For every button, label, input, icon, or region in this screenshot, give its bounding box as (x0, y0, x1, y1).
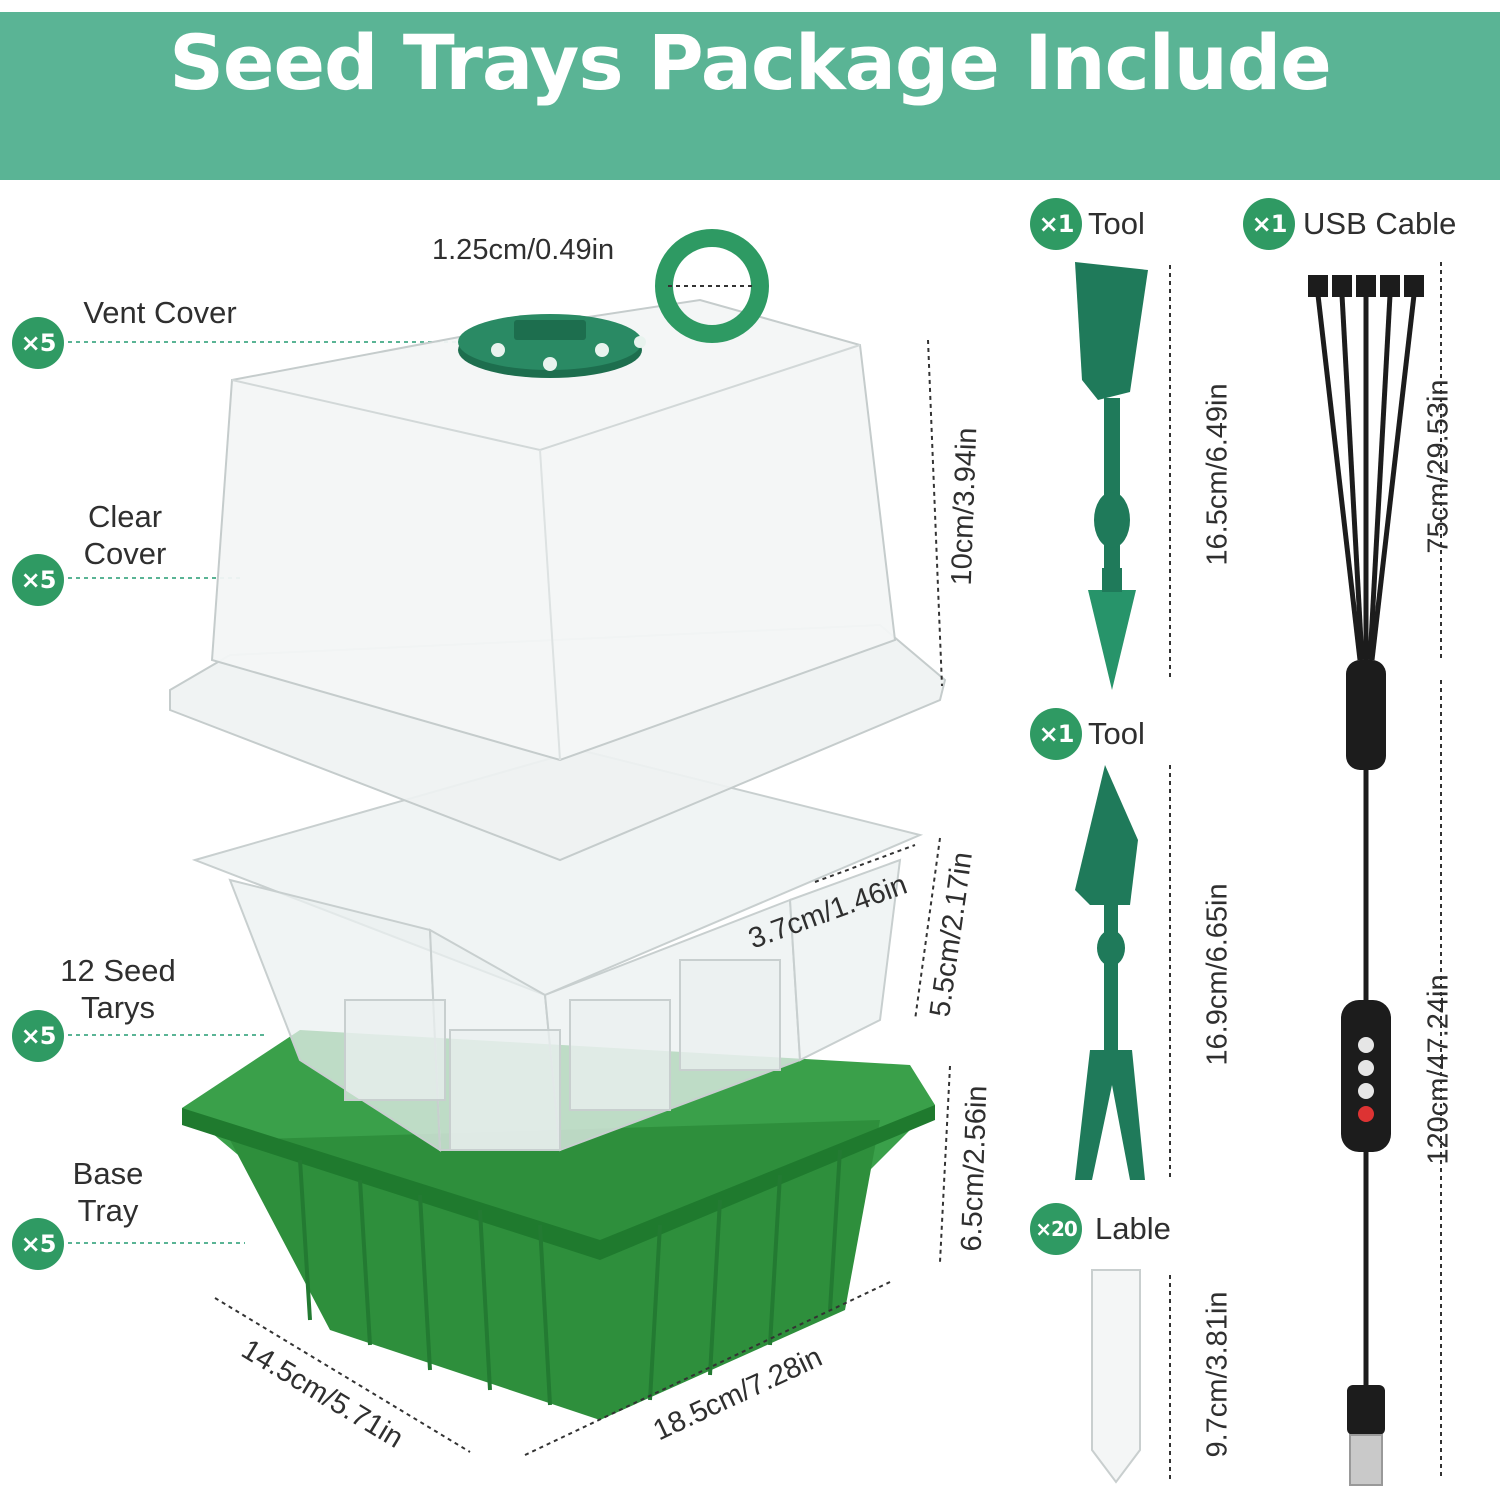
label-count-badge: ×20 (1030, 1203, 1082, 1255)
label-size-text: 9.7cm/3.81in (1201, 1291, 1234, 1458)
seed-tray-count-badge: ×5 (12, 1010, 64, 1062)
tool-2-label: Tool (1088, 716, 1145, 751)
tool-fork (1075, 765, 1145, 1180)
tool-1-size-text: 16.5cm/6.49in (1201, 383, 1234, 566)
usb-cable-top-size-text: 75cm/29.53in (1422, 379, 1455, 554)
tool-scoop (1075, 262, 1148, 690)
vent-cover-count-badge: ×5 (12, 317, 64, 369)
tool-2-size-text: 16.9cm/6.65in (1201, 883, 1234, 1066)
product-illustration (68, 229, 1442, 1486)
seed-cell-tray (191, 748, 924, 1152)
page-title: Seed Trays Package Include (169, 18, 1332, 107)
vent-size-text: 1.25cm/0.49in (432, 234, 615, 266)
base-tray-label: Base Tray (72, 1156, 144, 1228)
cover-height-text: 10cm/3.94in (945, 426, 984, 586)
tool-2-count-badge: ×1 (1030, 708, 1082, 760)
vent-cover (458, 314, 646, 378)
usb-cable-bottom-size-text: 120cm/47.24in (1422, 974, 1455, 1165)
clear-cover-count-badge: ×5 (12, 554, 64, 606)
seed-tray-label: 12 Seed Tarys (60, 953, 176, 1025)
usb-cable-count-badge: ×1 (1243, 198, 1295, 250)
label-item-label: Lable (1095, 1211, 1171, 1246)
base-tray-count-badge: ×5 (12, 1218, 64, 1270)
clear-cover (169, 298, 947, 862)
clear-cover-label: Clear Cover (83, 499, 167, 571)
usb-cable-label: USB Cable (1303, 206, 1457, 241)
tray-height-text: 6.5cm/2.56in (955, 1084, 994, 1253)
tool-1-count-badge: ×1 (1030, 198, 1082, 250)
title-banner (0, 12, 1500, 180)
plant-label (1091, 1269, 1141, 1484)
usb-cable (1315, 294, 1417, 1390)
vent-cover-label: Vent Cover (83, 295, 237, 330)
tool-1-label: Tool (1088, 206, 1145, 241)
